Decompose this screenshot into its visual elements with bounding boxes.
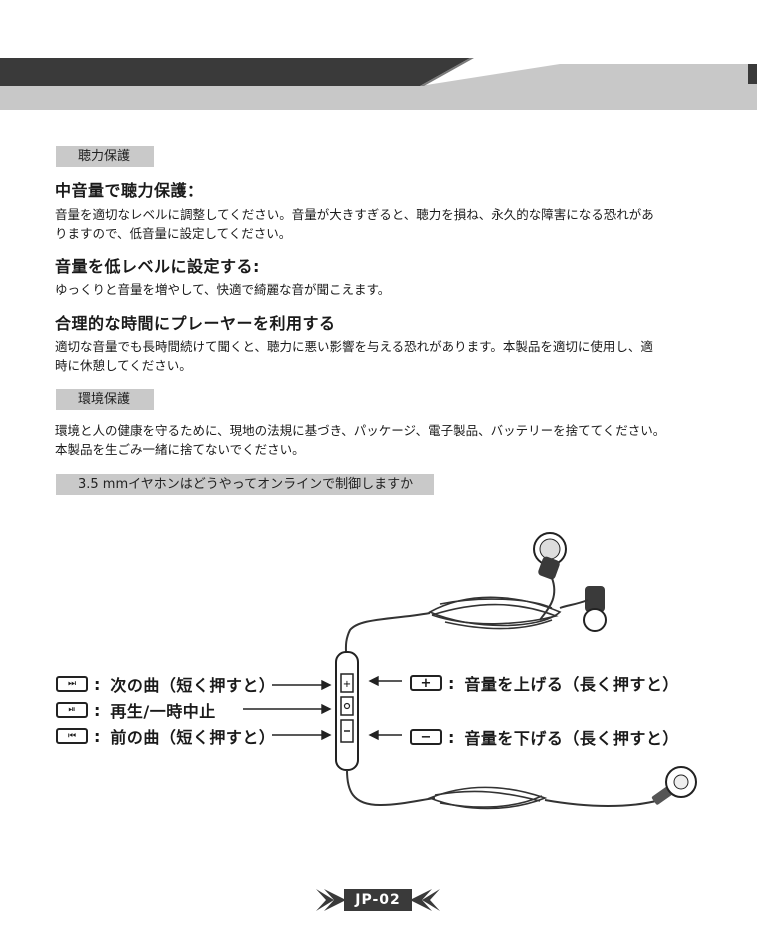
block-heading: 中音量で聴力保護： <box>55 181 204 200</box>
text-line: 音量を適切なレベルに調整してください。音量が大きすぎると、聴力を損ね、永久的な障… <box>55 207 654 222</box>
text-line: 本製品を生ごみ一緒に捨てないでください。 <box>55 442 305 457</box>
audio-jack-plug <box>651 766 697 805</box>
volume-up-icon: + <box>410 675 442 691</box>
environment-text: 環境と人の健康を守るために、現地の法規に基づき、パッケージ、電子製品、バッテリー… <box>55 421 725 459</box>
pointer-arrows-right <box>368 675 402 741</box>
block-text: 音量を適切なレベルに調整してください。音量が大きすぎると、聴力を損ね、永久的な障… <box>55 205 705 243</box>
colon: : <box>448 727 455 747</box>
colon: : <box>94 700 101 720</box>
inline-remote: + <box>335 651 359 771</box>
control-next-track: ⏭ : 次の曲（短く押すと） <box>56 672 275 696</box>
control-section-label: 3.5 mmイヤホンはどうやってオンラインで制御しますか <box>56 474 434 495</box>
volume-down-icon: − <box>410 729 442 745</box>
control-play-pause: ⏯ : 再生/一時中止 <box>56 698 216 722</box>
pointer-arrows-left <box>243 679 332 741</box>
control-label: 次の曲（短く押すと） <box>110 676 276 695</box>
control-previous-track: ⏮ : 前の曲（短く押すと） <box>56 724 275 748</box>
text-line: 時に休憩してください。 <box>55 358 192 373</box>
hearing-protection-label: 聴力保護 <box>56 146 154 167</box>
colon: : <box>94 674 101 694</box>
colon: : <box>448 673 455 693</box>
block-text: ゆっくりと音量を増やして、快適で綺麗な音が聞こえます。 <box>55 280 705 299</box>
control-volume-up: + : 音量を上げる（長く押すと） <box>410 671 679 695</box>
text-line: ゆっくりと音量を増やして、快適で綺麗な音が聞こえます。 <box>55 282 391 297</box>
play-pause-icon: ⏯ <box>56 702 88 718</box>
text-line: 環境と人の健康を守るために、現地の法規に基づき、パッケージ、電子製品、バッテリー… <box>55 423 666 438</box>
previous-track-icon: ⏮ <box>56 728 88 744</box>
block-heading: 音量を低レベルに設定する: <box>55 257 260 276</box>
page-badge-shape <box>316 889 440 911</box>
header-band <box>0 58 757 110</box>
page-number: JP-02 <box>355 892 401 908</box>
svg-text:+: + <box>343 679 351 690</box>
earphone-diagram: + <box>243 532 697 810</box>
control-volume-down: − : 音量を下げる（長く押すと） <box>410 725 679 749</box>
block-heading: 合理的な時間にプレーヤーを利用する <box>55 314 336 333</box>
control-label: 前の曲（短く押すと） <box>110 728 276 747</box>
environment-protection-label: 環境保護 <box>56 389 154 410</box>
page-number-badge: JP-02 <box>316 885 440 915</box>
cable-tangle-lower <box>427 786 548 810</box>
text-line: 適切な音量でも長時間続けて聞くと、聴力に悪い影響を与える恐れがあります。本製品を… <box>55 339 653 354</box>
earbud-left <box>559 586 607 632</box>
control-label: 再生/一時中止 <box>110 702 216 721</box>
control-label: 音量を上げる（長く押すと） <box>464 675 679 694</box>
block-text: 適切な音量でも長時間続けて聞くと、聴力に悪い影響を与える恐れがあります。本製品を… <box>55 337 705 375</box>
text-line: りますので、低音量に設定してください。 <box>55 226 292 241</box>
colon: : <box>94 726 101 746</box>
control-label: 音量を下げる（長く押すと） <box>464 729 679 748</box>
cable-tangle-upper <box>428 596 562 630</box>
next-track-icon: ⏭ <box>56 676 88 692</box>
earbud-right <box>533 532 567 621</box>
